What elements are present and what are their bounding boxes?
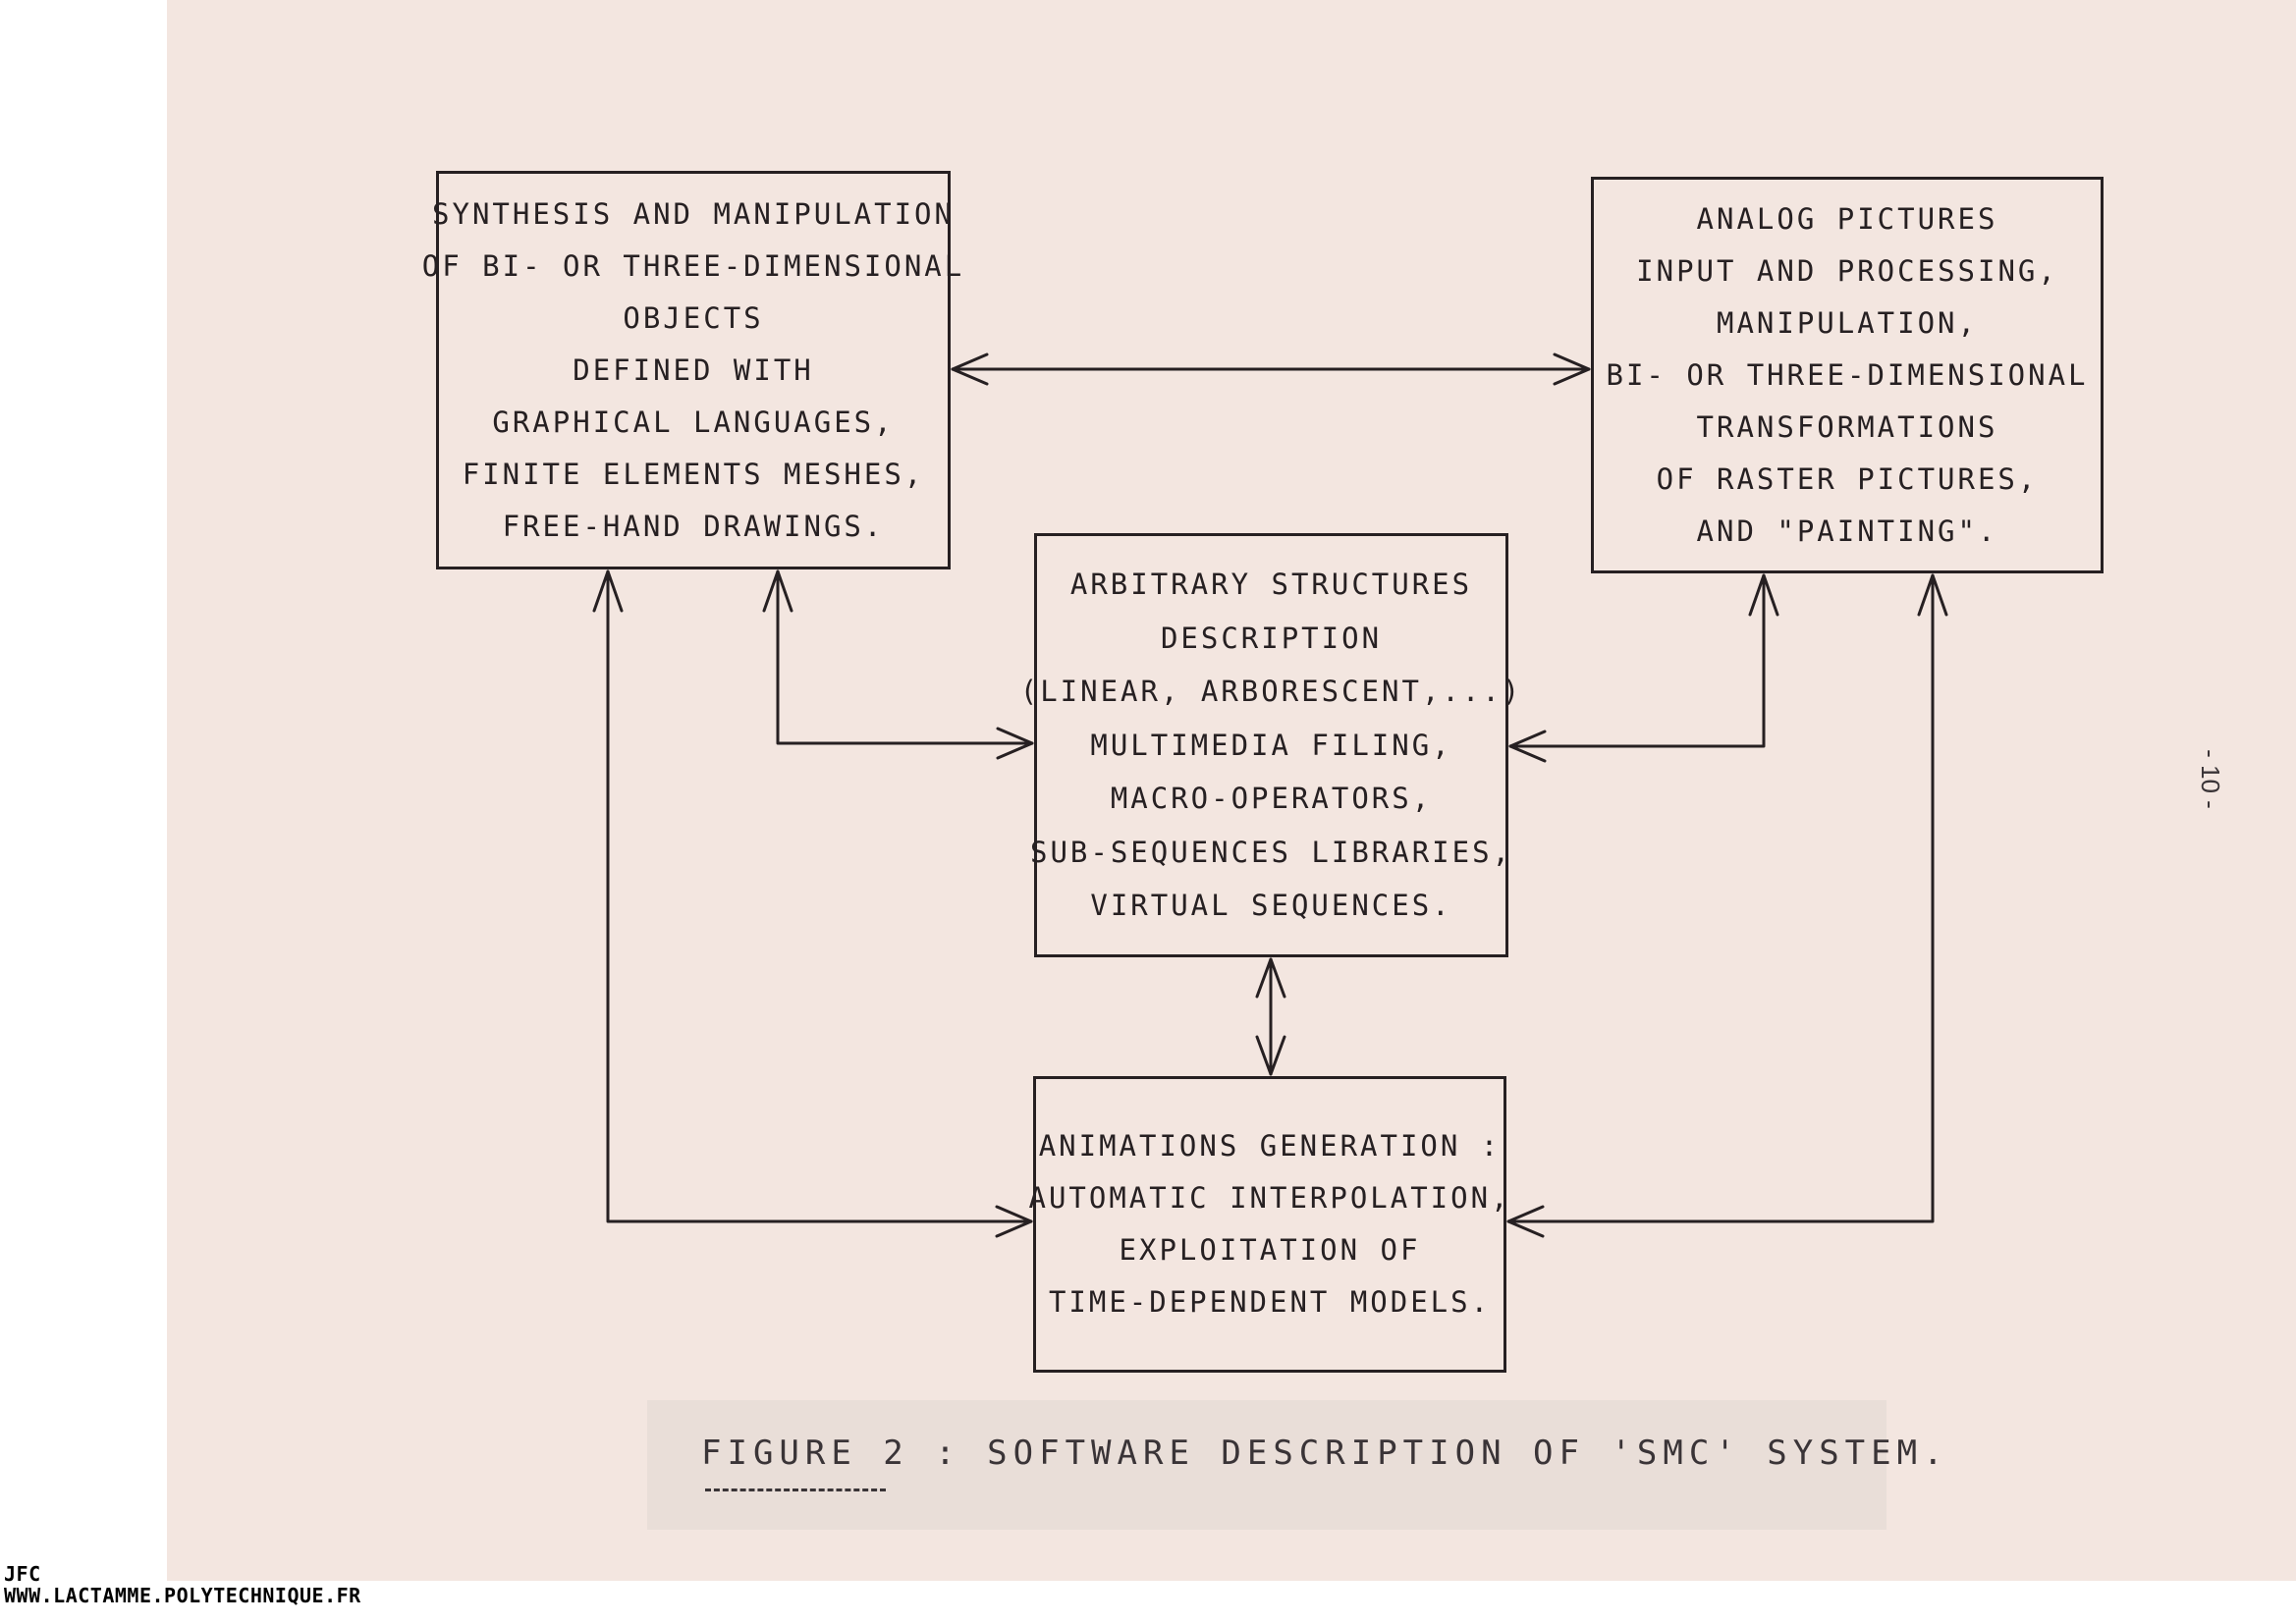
connector-synthesis-structures bbox=[776, 569, 1034, 745]
box-line: (LINEAR, ARBORESCENT,...) bbox=[1019, 675, 1523, 709]
arrowhead-right-icon bbox=[996, 727, 1034, 760]
synthesis-manipulation-box: SYNTHESIS AND MANIPULATION OF BI- OR THR… bbox=[422, 171, 961, 569]
connector-analog-structures bbox=[1508, 573, 1766, 748]
box-line: GRAPHICAL LANGUAGES, bbox=[492, 405, 895, 439]
box-line: OBJECTS bbox=[623, 300, 764, 335]
box-line: EXPLOITATION OF bbox=[1119, 1233, 1421, 1267]
connector-analog-animations bbox=[1506, 573, 1935, 1223]
box-line: ANIMATIONS GENERATION : bbox=[1038, 1129, 1502, 1163]
page-number: - 10 - bbox=[2190, 715, 2229, 842]
arrowhead-up-icon bbox=[762, 569, 793, 613]
stamp-line-2: WWW.LACTAMME.POLYTECHNIQUE.FR bbox=[4, 1584, 361, 1607]
arrowhead-left-icon bbox=[1506, 1205, 1545, 1238]
box-line: MANIPULATION, bbox=[1717, 305, 1978, 340]
connector-synthesis-animations bbox=[606, 569, 1033, 1223]
box-line: ANALOG PICTURES bbox=[1696, 201, 1998, 236]
arrowhead-up-icon bbox=[1255, 957, 1286, 999]
arrowhead-up-icon bbox=[592, 569, 624, 613]
figure-caption: FIGURE 2 : SOFTWARE DESCRIPTION OF 'SMC'… bbox=[701, 1434, 1949, 1473]
box-line: DEFINED WITH bbox=[573, 352, 814, 387]
paper-sheet bbox=[167, 0, 2296, 1581]
arrowhead-right-icon bbox=[1553, 352, 1591, 386]
box-line: ARBITRARY STRUCTURES bbox=[1069, 568, 1473, 602]
box-line: OF RASTER PICTURES, bbox=[1656, 461, 2039, 496]
box-line: VIRTUAL SEQUENCES. bbox=[1090, 889, 1452, 923]
box-line: SUB-SEQUENCES LIBRARIES, bbox=[1029, 835, 1513, 869]
box-line: AND "PAINTING". bbox=[1696, 514, 1998, 548]
analog-pictures-box: ANALOG PICTURES INPUT AND PROCESSING, MA… bbox=[1591, 177, 2104, 573]
animations-generation-box: ANIMATIONS GENERATION : AUTOMATIC INTERP… bbox=[1028, 1076, 1508, 1373]
arrowhead-left-icon bbox=[951, 352, 989, 386]
arrowhead-right-icon bbox=[995, 1205, 1033, 1238]
box-line: MULTIMEDIA FILING, bbox=[1090, 728, 1452, 762]
arrowhead-up-icon bbox=[1917, 573, 1948, 617]
box-line: MACRO-OPERATORS, bbox=[1110, 782, 1433, 816]
arrowhead-down-icon bbox=[1255, 1035, 1286, 1076]
arrowhead-left-icon bbox=[1508, 730, 1547, 763]
box-line: TIME-DEPENDENT MODELS. bbox=[1048, 1285, 1492, 1319]
caption-underline bbox=[705, 1489, 886, 1491]
stamp-line-1: JFC bbox=[4, 1562, 41, 1586]
arrowhead-up-icon bbox=[1748, 573, 1779, 617]
box-line: OF BI- OR THREE-DIMENSIONAL bbox=[421, 248, 965, 283]
box-line: AUTOMATIC INTERPOLATION, bbox=[1028, 1181, 1511, 1215]
box-line: FREE-HAND DRAWINGS. bbox=[502, 509, 885, 543]
box-line: BI- OR THREE-DIMENSIONAL bbox=[1606, 357, 2089, 392]
arbitrary-structures-box: ARBITRARY STRUCTURES DESCRIPTION (LINEAR… bbox=[1020, 533, 1519, 957]
box-line: DESCRIPTION bbox=[1160, 621, 1383, 655]
page-number-text: - 10 - bbox=[2195, 748, 2225, 809]
archive-stamp: JFC WWW.LACTAMME.POLYTECHNIQUE.FR bbox=[4, 1563, 361, 1606]
box-line: FINITE ELEMENTS MESHES, bbox=[462, 457, 925, 491]
box-line: INPUT AND PROCESSING, bbox=[1636, 253, 2058, 288]
box-line: TRANSFORMATIONS bbox=[1696, 409, 1998, 444]
caption-panel bbox=[647, 1400, 1886, 1530]
box-line: SYNTHESIS AND MANIPULATION bbox=[432, 196, 955, 231]
